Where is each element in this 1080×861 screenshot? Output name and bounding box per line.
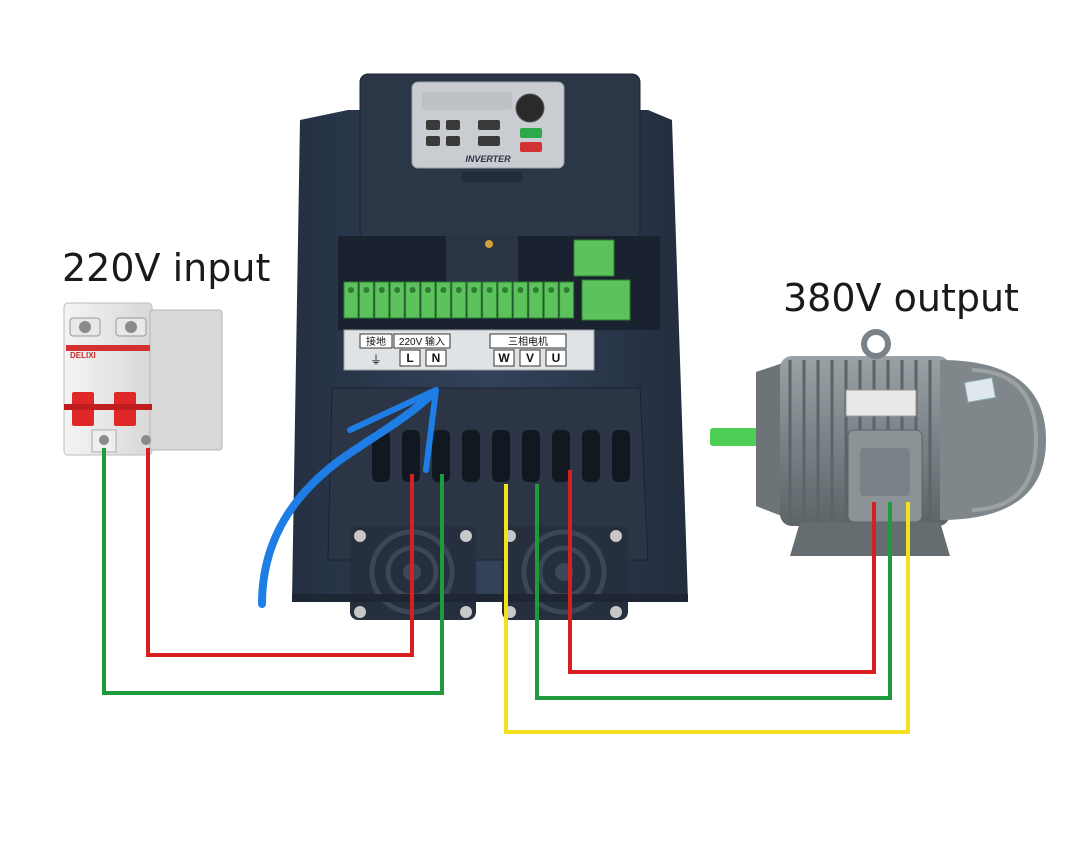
breaker-aux-module (149, 309, 223, 451)
screw-icon (440, 287, 447, 293)
screw-icon (79, 321, 91, 333)
terminal-label-plate: 接地 ⏚ 220V 输入 L N 三相电机 W V U (359, 333, 567, 367)
vent-slot (522, 430, 540, 482)
lifting-eye-icon (861, 329, 891, 359)
terminal-screw-slot (343, 281, 359, 319)
output-voltage-caption: 380V output (783, 276, 1019, 320)
terminal-l-label: L (406, 351, 413, 365)
motor-fan-cover (940, 360, 1046, 520)
circuit-breaker: DELIXI (63, 302, 223, 456)
down-arrow-button (478, 136, 500, 146)
terminal-screw-slot (497, 281, 513, 319)
terminal-u-label: U (552, 351, 561, 365)
screw-icon (517, 287, 524, 293)
vent-slot (612, 430, 630, 482)
screw-icon (610, 606, 622, 618)
terminal-screw-slot (374, 281, 390, 319)
screw-icon (532, 287, 539, 293)
screw-icon (394, 287, 401, 293)
screw-icon (486, 287, 493, 293)
screw-icon (455, 287, 462, 293)
screw-icon (378, 287, 385, 293)
motor-base (790, 522, 950, 556)
screw-icon (99, 435, 109, 445)
terminal-screw-slot (420, 281, 436, 319)
screw-icon (425, 287, 431, 293)
wiring (102, 448, 910, 734)
ground-label: 接地 (366, 335, 386, 348)
terminal-screw-slot (482, 281, 498, 319)
up-arrow-button (478, 120, 500, 130)
control-knob-icon (515, 93, 545, 123)
keypad-button (446, 136, 460, 146)
screw-icon (363, 287, 370, 293)
screw-icon (548, 287, 555, 293)
motor-shaft (710, 428, 758, 446)
screw-icon (141, 435, 151, 445)
terminal-screw-slot (358, 281, 374, 319)
screw-icon (460, 606, 472, 618)
wire-green-output (535, 484, 892, 700)
keypad-label: INVERTER (465, 154, 511, 164)
keypad-panel: INVERTER (411, 81, 565, 169)
terminal-screw-slot (466, 281, 482, 319)
terminal-screw-slot (528, 281, 544, 319)
screw-icon (125, 321, 137, 333)
terminal-v-label: V (526, 351, 534, 365)
screw-icon (502, 287, 508, 293)
terminal-screw-slot (543, 281, 559, 319)
stop-button (520, 142, 542, 152)
terminal-screw-slot (559, 281, 575, 319)
screw-icon (471, 287, 478, 293)
terminal-screw-slot (389, 281, 405, 319)
keypad-button (426, 136, 440, 146)
vent-slot (552, 430, 570, 482)
terminal-screw-slot (435, 281, 451, 319)
vent-slot (372, 430, 390, 482)
display-window (422, 92, 512, 110)
keypad-button (446, 120, 460, 130)
input-voltage-caption: 220V input (62, 246, 271, 290)
terminal-n-label: N (432, 351, 441, 365)
screw-icon (354, 606, 366, 618)
screw-icon (348, 287, 354, 293)
annotation-arrow (258, 387, 439, 608)
motor-group-label: 三相电机 (508, 335, 548, 348)
aux-terminal-block (581, 279, 631, 321)
screw-icon (354, 530, 366, 542)
breaker-brand: DELIXI (70, 351, 96, 360)
keypad-button (426, 120, 440, 130)
screw-icon (460, 530, 472, 542)
terminal-screw-slot (512, 281, 528, 319)
run-button (520, 128, 542, 138)
vent-slot (462, 430, 480, 482)
wire-yellow-output (504, 484, 910, 734)
terminal-screw-slot (451, 281, 467, 319)
wire-red-output (568, 470, 876, 674)
inverter: INVERTER 接地 ⏚ 220V 输入 L N 三相电机 W (292, 73, 688, 620)
control-terminal-block (343, 281, 575, 319)
ground-icon: ⏚ (370, 353, 382, 367)
vent-slot (492, 430, 510, 482)
wire-red-input (146, 448, 414, 657)
input-group-label: 220V 输入 (399, 335, 445, 348)
screw-icon (409, 287, 416, 293)
vent-slot (432, 430, 450, 482)
ventilation-slots (372, 430, 630, 482)
relay-terminal-block (573, 239, 615, 277)
motor-nameplate (845, 389, 917, 417)
cooling-fan-right (502, 526, 628, 620)
screw-icon (563, 287, 570, 293)
terminal-screw-slot (405, 281, 421, 319)
terminal-w-label: W (498, 351, 510, 365)
wire-green-input (102, 448, 444, 695)
vent-slot (582, 430, 600, 482)
screw-icon (610, 530, 622, 542)
three-phase-motor (710, 329, 1046, 556)
vent-slot (402, 430, 420, 482)
